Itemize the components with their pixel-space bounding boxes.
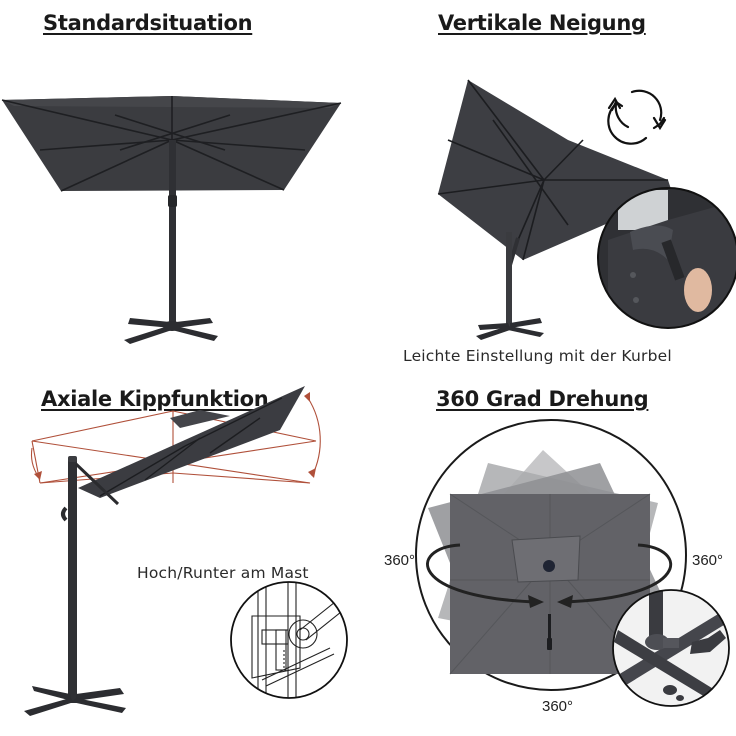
heading-axial-tilt: Axiale Kippfunktion bbox=[41, 387, 269, 411]
panel-360-rotation: 360 Grad Drehung 360° 360° 360° bbox=[368, 368, 736, 736]
parasol-upright-illustration bbox=[1, 96, 342, 344]
parasol-rotation-illustration bbox=[415, 419, 687, 691]
parasol-axial-tilt-illustration bbox=[24, 386, 321, 716]
panel-axial-tilt: Axiale Kippfunktion bbox=[0, 368, 368, 736]
rotation-arrow-right bbox=[562, 543, 673, 604]
rotate-arrows-icon bbox=[607, 89, 667, 145]
degree-label-left: 360° bbox=[384, 552, 416, 569]
heading-360-rotation: 360 Grad Drehung bbox=[436, 387, 649, 411]
rotation-arrow-left bbox=[426, 543, 539, 604]
heading-standard-situation: Standardsituation bbox=[43, 11, 253, 35]
panel-standard-situation: Standardsituation bbox=[0, 0, 368, 368]
crank-handle-closeup bbox=[597, 187, 736, 329]
caption-crank-adjustment: Leichte Einstellung mit der Kurbel bbox=[403, 347, 672, 365]
mast-mechanism-closeup bbox=[230, 581, 348, 699]
panel-vertical-tilt: Vertikale Neigung bbox=[368, 0, 736, 368]
heading-vertical-tilt: Vertikale Neigung bbox=[438, 11, 646, 35]
degree-label-right: 360° bbox=[692, 552, 724, 569]
base-foot-pedal-closeup bbox=[612, 589, 730, 707]
caption-up-down-mast: Hoch/Runter am Mast bbox=[137, 564, 309, 582]
degree-label-bottom: 360° bbox=[542, 698, 574, 715]
